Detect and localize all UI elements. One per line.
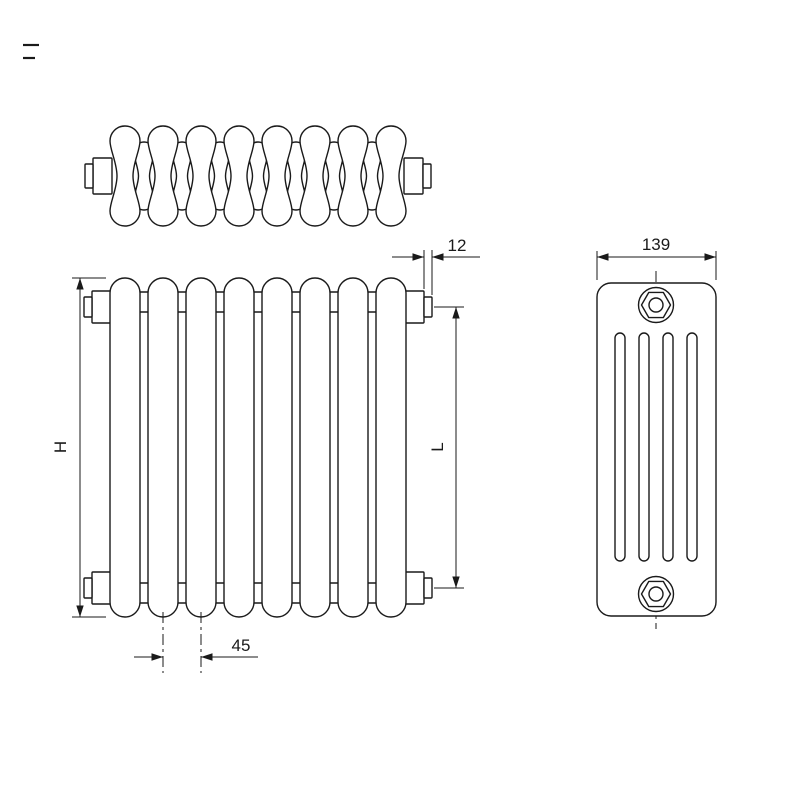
plug-bore-top	[648, 297, 664, 313]
column-slot	[686, 332, 698, 562]
fitting-cap-top-right	[423, 296, 433, 318]
dimension-depth-139: 139	[596, 235, 717, 280]
dimension-length: L	[428, 306, 464, 589]
dimension-height-label: H	[51, 441, 70, 453]
dimension-pitch-45: 45	[134, 612, 258, 673]
radiator-section	[299, 125, 331, 227]
column-tube	[375, 277, 407, 618]
end-plug-cap-left	[84, 163, 94, 189]
radiator-section	[109, 125, 141, 227]
end-plug-cap-right	[422, 163, 432, 189]
radiator-section	[185, 125, 217, 227]
fitting-cap-top-left	[83, 296, 93, 318]
column-slot	[662, 332, 674, 562]
plug-bore-bottom	[648, 586, 664, 602]
dimension-pitch-label: 45	[232, 636, 251, 655]
column-tube	[337, 277, 369, 618]
radiator-section	[261, 125, 293, 227]
fitting-cap-bottom-left	[83, 577, 93, 599]
dimension-length-label: L	[428, 442, 447, 451]
fitting-flange-bottom-left	[91, 571, 113, 605]
column-tube	[261, 277, 293, 618]
column-tube	[223, 277, 255, 618]
fitting-flange-bottom-right	[403, 571, 425, 605]
column-tube	[299, 277, 331, 618]
fitting-flange-top-right	[403, 290, 425, 324]
radiator-section	[375, 125, 407, 227]
end-plug-flange-right	[403, 157, 424, 195]
column-tube	[147, 277, 179, 618]
side-body	[596, 282, 717, 617]
fitting-flange-top-left	[91, 290, 113, 324]
dimension-height: H	[51, 277, 106, 618]
radiator-section	[147, 125, 179, 227]
column-tube	[185, 277, 217, 618]
fitting-cap-bottom-right	[423, 577, 433, 599]
front-view	[83, 277, 433, 618]
hex-plug-bottom	[640, 580, 672, 608]
hex-plug-top	[640, 291, 672, 319]
top-view	[84, 125, 432, 227]
radiator-section	[223, 125, 255, 227]
dimension-depth-label: 139	[642, 235, 670, 254]
radiator-section	[337, 125, 369, 227]
frame-marks	[23, 43, 39, 60]
end-plug-flange-left	[92, 157, 113, 195]
side-view	[596, 271, 717, 629]
dimension-offset-label: 12	[448, 236, 467, 255]
column-slot	[614, 332, 626, 562]
column-tube	[109, 277, 141, 618]
column-slot	[638, 332, 650, 562]
dimension-offset-12: 12	[392, 236, 480, 295]
